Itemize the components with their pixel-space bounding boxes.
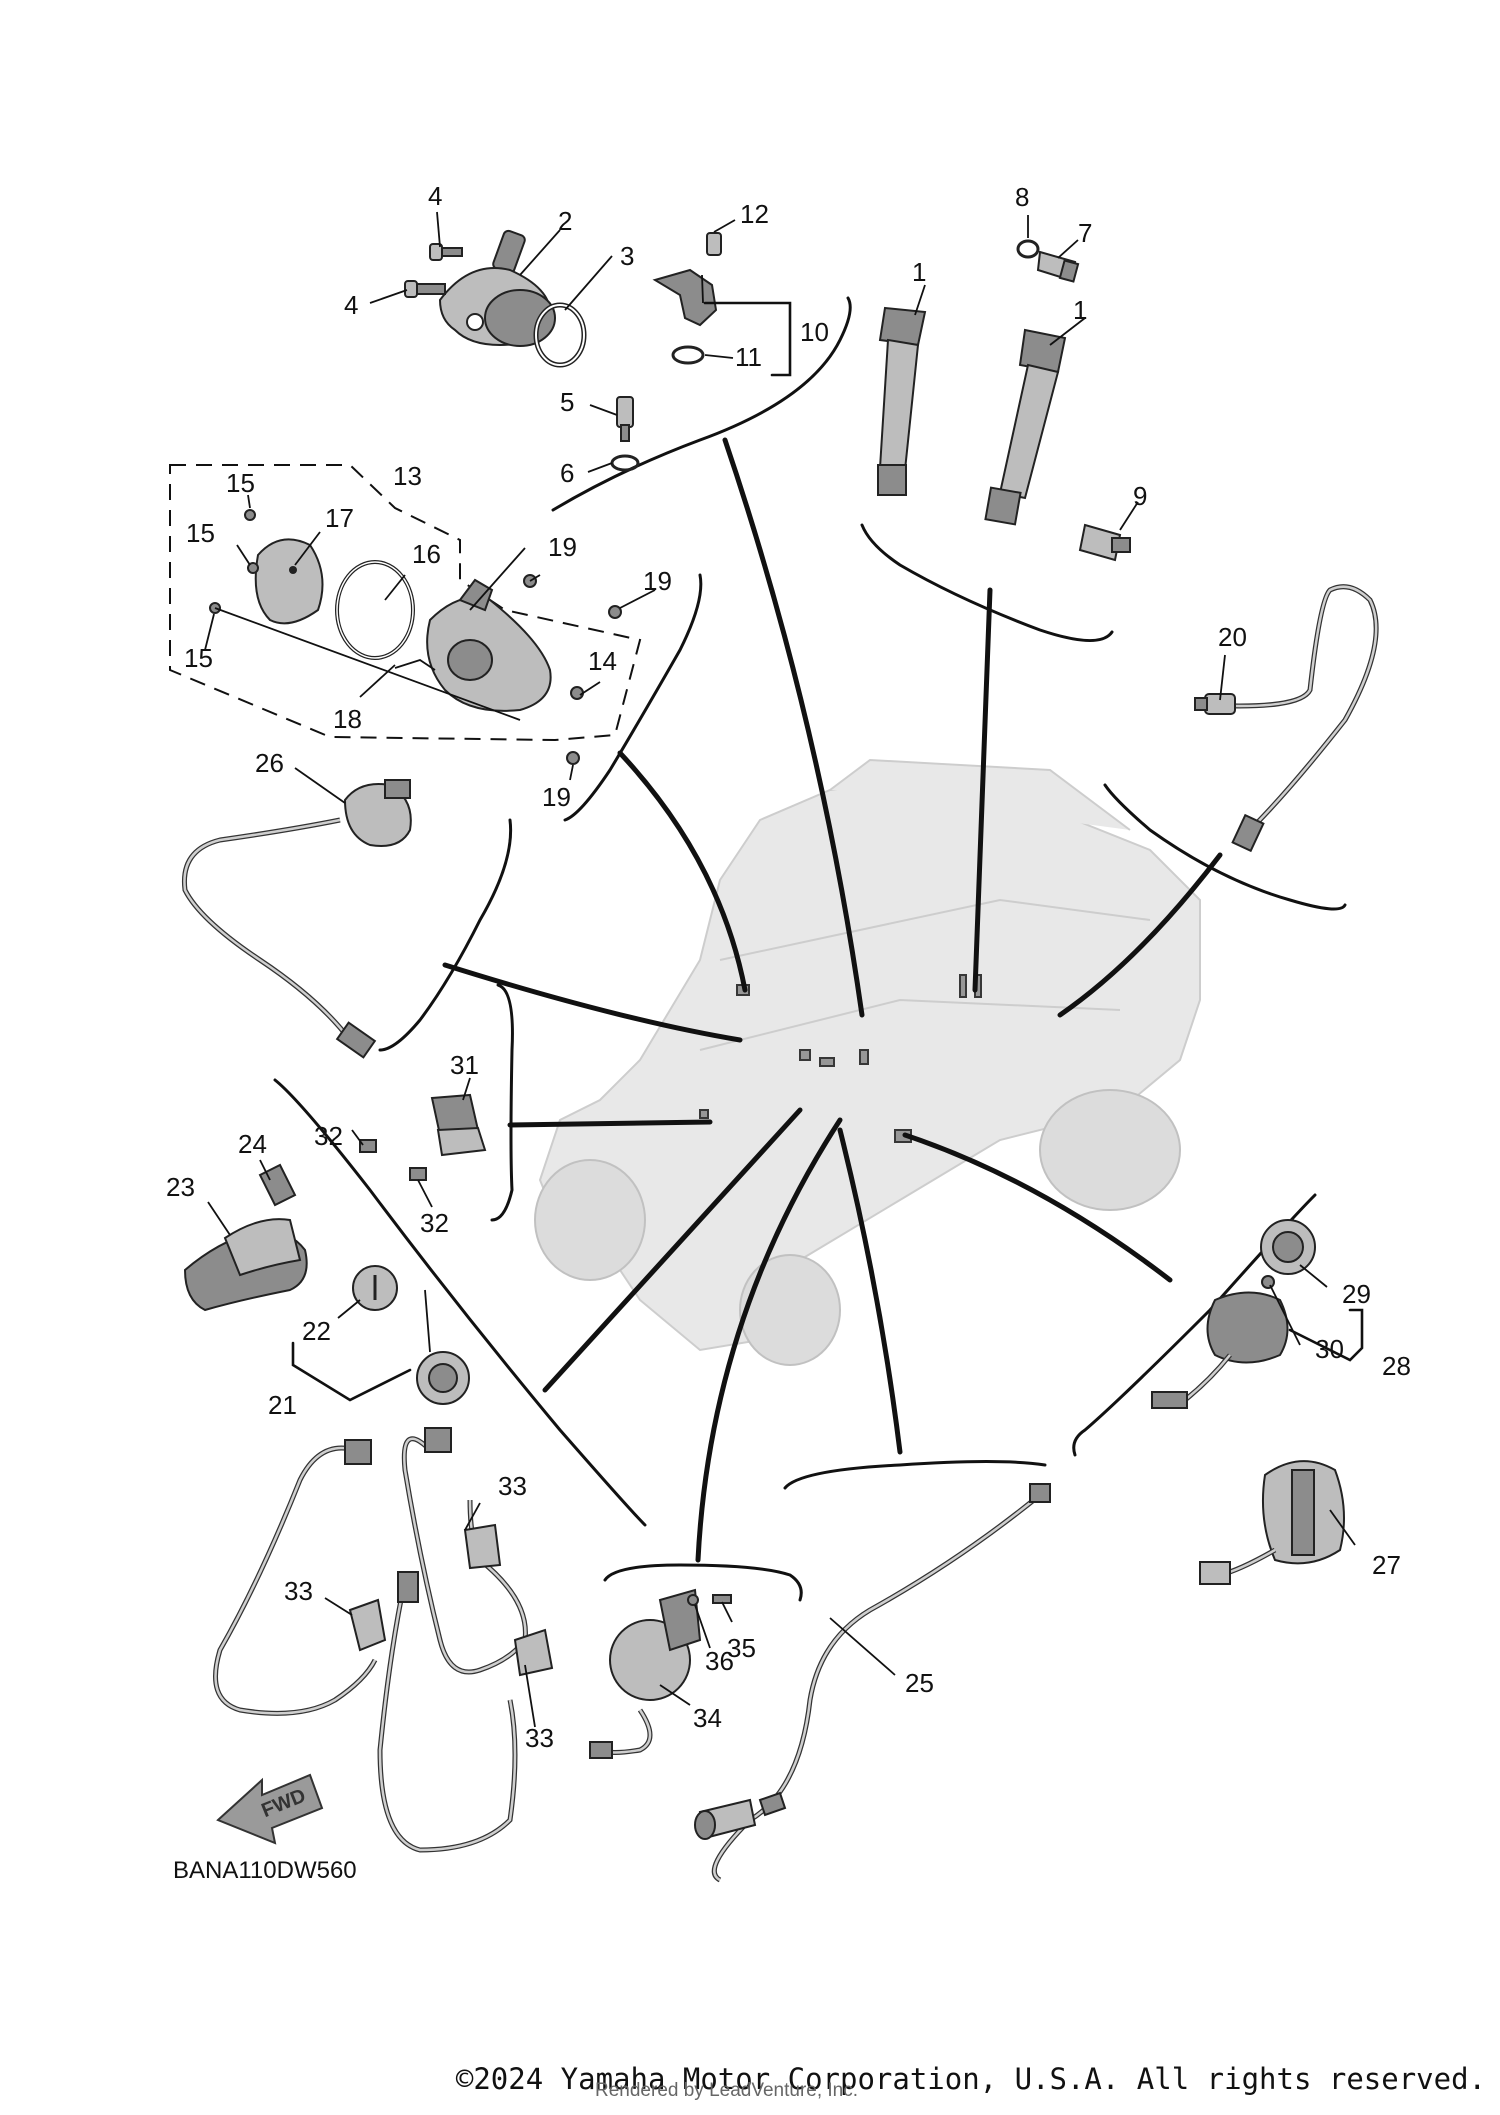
leader-lines-callouts: [204, 211, 1364, 1728]
callout-32: 32: [420, 1208, 449, 1238]
callout-23: 23: [166, 1172, 195, 1202]
callout-4: 4: [344, 290, 358, 320]
callout-11: 11: [735, 342, 762, 372]
part-31-relay: [359, 1093, 487, 1181]
callout-6: 6: [560, 458, 574, 488]
callout-18: 18: [333, 704, 362, 734]
part-23-switch: [183, 1163, 308, 1312]
callout-32: 32: [314, 1121, 343, 1151]
part-2-sensor: [404, 229, 587, 368]
part-5-6-sensor: [610, 396, 640, 472]
part-9-sensor: [1078, 523, 1131, 562]
part-33-harness: [213, 1427, 554, 1853]
callout-28: 28: [1382, 1351, 1411, 1381]
callout-30: 30: [1315, 1334, 1344, 1364]
callout-27: 27: [1372, 1550, 1401, 1580]
leader-lines-main: [442, 437, 1223, 1563]
callout-4: 4: [428, 181, 442, 211]
group-boundaries: [273, 296, 1347, 1602]
callout-19: 19: [548, 532, 577, 562]
callout-26: 26: [255, 748, 284, 778]
part-7-8-sensor: [1016, 239, 1080, 283]
part-13-assembly: [209, 509, 622, 765]
callout-3: 3: [620, 241, 634, 271]
callout-20: 20: [1218, 622, 1247, 652]
vehicle-silhouette: [534, 758, 1201, 1366]
callout-12: 12: [740, 199, 769, 229]
callout-21: 21: [268, 1390, 297, 1420]
group-13-dashed-box: [169, 464, 642, 742]
callout-22: 22: [302, 1316, 331, 1346]
callout-25: 25: [905, 1668, 934, 1698]
callout-1: 1: [912, 257, 926, 287]
callout-15: 15: [226, 468, 255, 498]
callout-1: 1: [1073, 295, 1087, 325]
callout-33: 33: [525, 1723, 554, 1753]
callout-31: 31: [450, 1050, 479, 1080]
part-10-sensor: [652, 232, 722, 365]
part-27-regulator: [1199, 1460, 1345, 1585]
callout-10: 10: [800, 317, 829, 347]
callout-7: 7: [1078, 218, 1092, 248]
callout-8: 8: [1015, 182, 1029, 212]
copyright-notice: ©2024 Yamaha Motor Corporation, U.S.A. A…: [455, 2062, 1486, 2096]
part-1-ignition-coil-left: [877, 306, 927, 496]
callout-36: 36: [705, 1646, 734, 1676]
callout-24: 24: [238, 1129, 267, 1159]
callout-5: 5: [560, 387, 574, 417]
callout-15: 15: [184, 643, 213, 673]
callout-19: 19: [643, 566, 672, 596]
part-21-key-switch: [352, 1265, 470, 1405]
callout-9: 9: [1133, 481, 1147, 511]
callout-13: 13: [393, 461, 422, 491]
callout-35: 35: [727, 1633, 756, 1663]
callout-34: 34: [693, 1703, 722, 1733]
callout-19: 19: [542, 782, 571, 812]
rendered-by-credit: Rendered by LeadVenture, Inc.: [595, 2080, 859, 2101]
part-20-sensor-wire: [1194, 584, 1379, 853]
fwd-arrow-icon: FWD: [216, 1773, 324, 1845]
callout-2: 2: [558, 206, 572, 236]
callout-33: 33: [284, 1576, 313, 1606]
callout-15: 15: [186, 518, 215, 548]
callout-33: 33: [498, 1471, 527, 1501]
callout-17: 17: [325, 503, 354, 533]
diagram-code: BANA110DW560: [173, 1857, 357, 1884]
callout-29: 29: [1342, 1279, 1371, 1309]
callout-16: 16: [412, 539, 441, 569]
part-25-sensor-wire: [694, 1483, 1051, 1883]
part-1-ignition-coil-right: [984, 328, 1067, 526]
part-34-sensor: [589, 1588, 732, 1759]
part-26-sensor-wire: [181, 779, 412, 1059]
part-28-regulator: [1151, 1219, 1316, 1409]
callout-14: 14: [588, 646, 617, 676]
callout-labels: 1 1 2 3 4 4 5 6 7 8 9 10 11 12 13 14 15 …: [166, 181, 1411, 1753]
